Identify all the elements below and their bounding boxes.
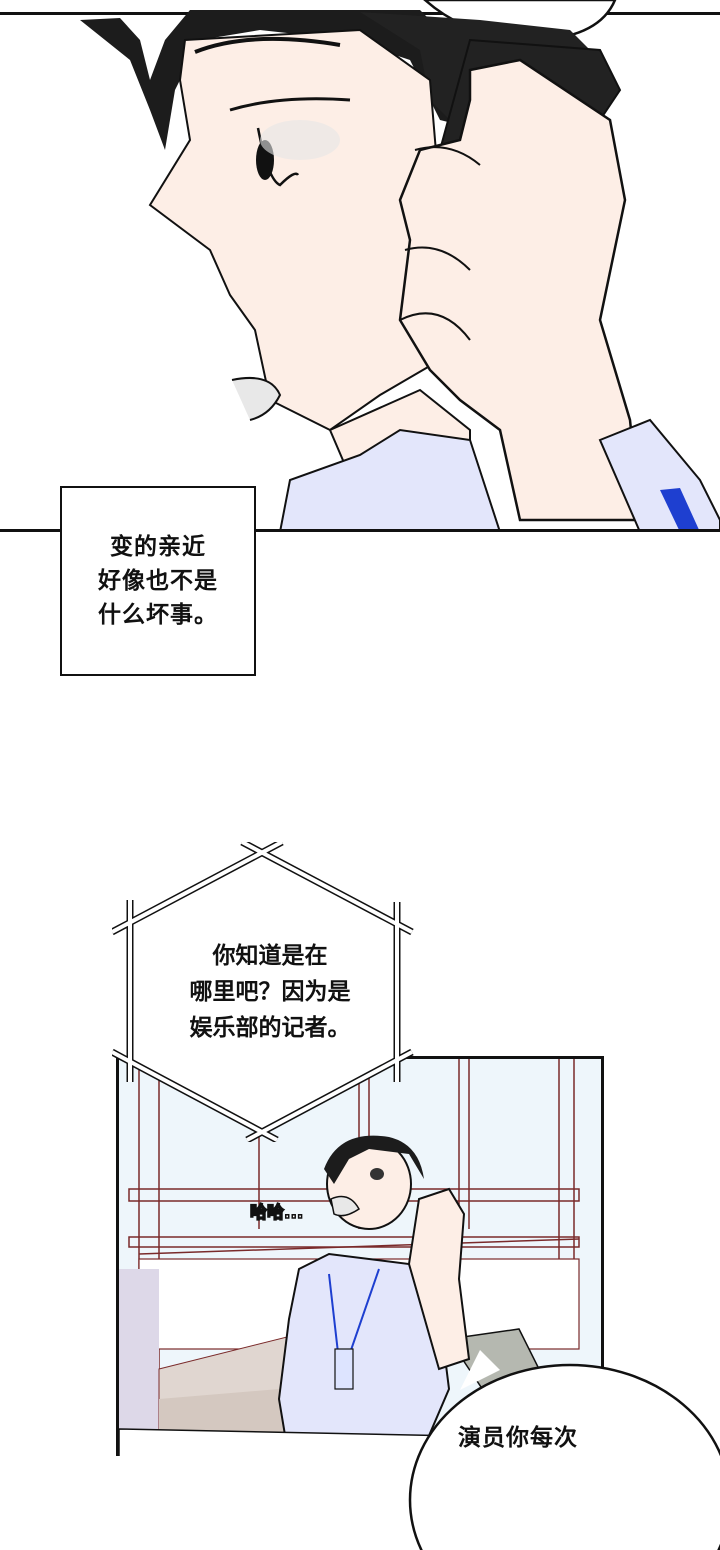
sfx-laugh: 哈哈... [249,1202,304,1224]
office-illustration [119,1059,601,1456]
narration-box: 变的亲近 好像也不是 什么坏事。 [60,486,256,676]
narration-text: 变的亲近 好像也不是 什么坏事。 [98,534,218,628]
hexagon-speech-bubble [112,842,414,1142]
panel-closeup-phone-call [0,0,720,532]
closeup-illustration [80,0,720,532]
panel-office-scene [116,1056,604,1456]
speech-bubble-bottom-text: 演员你每次 [458,1425,578,1451]
panel-border-bottom [0,529,720,532]
hexagon-bubble-text: 你知道是在 哪里吧？因为是 娱乐部的记者。 [189,943,351,1041]
